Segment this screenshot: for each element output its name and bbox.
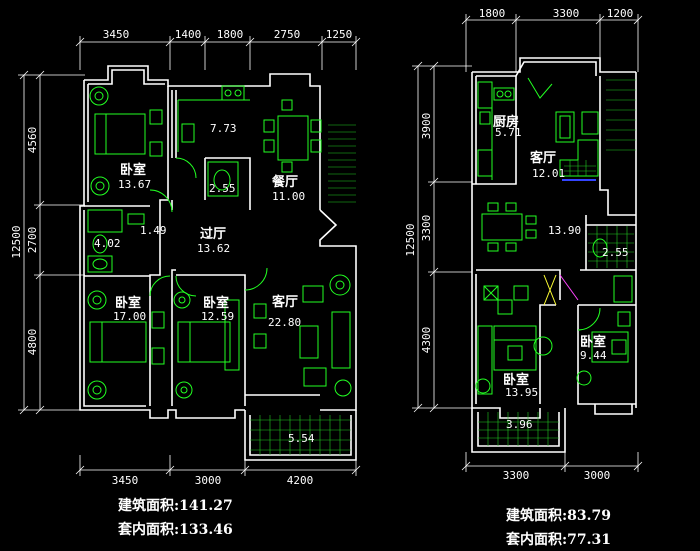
plan-a-room-area-7: 13.62	[197, 242, 230, 255]
plan-b-left-dimension-line	[412, 61, 472, 413]
plan-b-building-area: 建筑面积:83.79	[506, 507, 611, 524]
plan-a-top-dim-5: 1250	[326, 28, 353, 41]
plan-a-room-name-8: 卧室	[115, 295, 141, 311]
plan-a-bottom-dim-3: 4200	[287, 474, 314, 487]
plan-b-room-name-1: 厨房	[493, 114, 519, 130]
plan-b-top-dim-2: 3300	[553, 7, 580, 20]
plan-b-top-dimension-line	[461, 14, 643, 72]
plan-b-left-dim-1: 3900	[420, 113, 433, 140]
plan-a-room-area-4: 11.00	[272, 190, 305, 203]
plan-b-bottom-dim-2: 3000	[584, 469, 611, 482]
plan-a-room-area-3: 2.55	[209, 182, 236, 195]
plan-a-room-area-10: 22.80	[268, 316, 301, 329]
plan-b-room-area-4: 2.55	[602, 246, 629, 259]
plan-b-room-area-6: 13.95	[505, 386, 538, 399]
plan-a-bottom-dimension-line	[75, 455, 361, 476]
plan-b-room-name-6: 卧室	[503, 372, 529, 388]
plan-b-room-name-5: 卧室	[580, 334, 606, 350]
plan-a-top-dim-4: 2750	[274, 28, 301, 41]
plan-a-left-dimension-line	[18, 70, 85, 415]
plan-a-room-name-1: 卧室	[120, 162, 146, 178]
plan-a-room-area-6: 1.49	[140, 224, 167, 237]
plan-a-inner-area: 套内面积:133.46	[118, 521, 233, 538]
plan-a: 3450 1400 1800 2750 1250 12500 4560 2700…	[10, 28, 361, 538]
plan-b-room-area-3: 13.90	[548, 224, 581, 237]
plan-b-room-area-5: 9.44	[580, 349, 607, 362]
plan-a-fixtures	[87, 85, 356, 455]
plan-a-left-total-dim: 12500	[10, 225, 23, 258]
plan-a-room-area-11: 5.54	[288, 432, 315, 445]
plan-b-walls	[471, 57, 637, 453]
plan-a-left-dim-3: 4800	[26, 329, 39, 356]
plan-b-room-area-7: 3.96	[506, 418, 533, 431]
plan-a-building-area: 建筑面积:141.27	[118, 497, 233, 514]
plan-a-room-name-9: 卧室	[203, 295, 229, 311]
plan-b-left-dim-2: 3300	[420, 215, 433, 242]
plan-b-top-dim-3: 1200	[607, 7, 634, 20]
plan-b-room-area-2: 12.01	[532, 167, 565, 180]
plan-a-room-name-10: 客厅	[272, 294, 298, 310]
plan-a-room-area-2: 7.73	[210, 122, 237, 135]
plan-b-bottom-dimension-line	[461, 452, 643, 472]
plan-a-top-dim-2: 1400	[175, 28, 202, 41]
plan-b-fixtures	[475, 77, 636, 446]
plan-b-left-dim-3: 4300	[420, 327, 433, 354]
plan-a-room-area-5: 4.02	[94, 237, 121, 250]
plan-a-room-area-9: 12.59	[201, 310, 234, 323]
plan-a-room-area-8: 17.00	[113, 310, 146, 323]
plan-b-left-total-dim: 12500	[404, 223, 417, 256]
plan-b-inner-area: 套内面积:77.31	[506, 531, 611, 548]
plan-a-room-name-7: 过厅	[200, 226, 226, 242]
plan-a-walls	[79, 65, 357, 461]
plan-b: 1800 3300 1200 12500 3900 3300 4300	[404, 7, 643, 548]
plan-b-room-area-1: 5.71	[495, 126, 522, 139]
plan-b-top-dim-1: 1800	[479, 7, 506, 20]
plan-a-bottom-dim-2: 3000	[195, 474, 222, 487]
plan-b-room-name-2: 客厅	[530, 150, 556, 166]
plan-a-room-area-1: 13.67	[118, 178, 151, 191]
plan-b-bottom-dim-1: 3300	[503, 469, 530, 482]
plan-a-bottom-dim-1: 3450	[112, 474, 139, 487]
plan-a-top-dimension-line	[75, 36, 361, 70]
plan-a-top-dim-1: 3450	[103, 28, 130, 41]
plan-a-left-dim-1: 4560	[26, 127, 39, 154]
plan-a-top-dim-3: 1800	[217, 28, 244, 41]
plan-a-left-dim-2: 2700	[26, 227, 39, 254]
plan-a-room-name-4: 餐厅	[271, 174, 298, 190]
